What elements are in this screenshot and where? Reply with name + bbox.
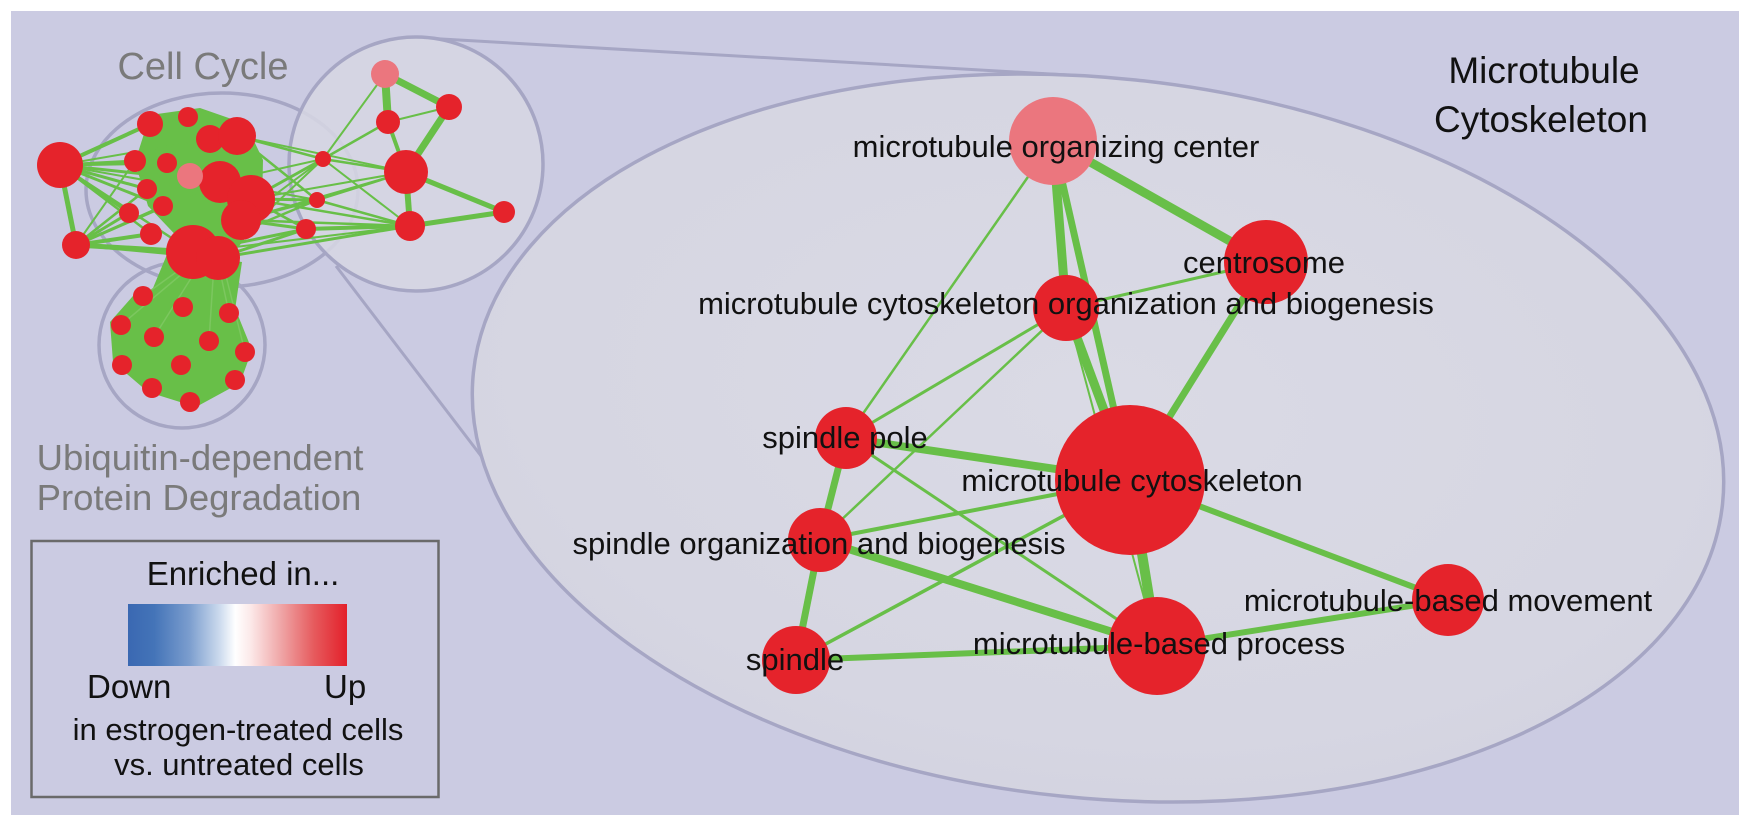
svg-text:microtubule-based movement: microtubule-based movement <box>1244 583 1653 618</box>
svg-text:Cell Cycle: Cell Cycle <box>117 46 288 88</box>
svg-text:microtubule-based process: microtubule-based process <box>973 626 1345 661</box>
svg-text:Ubiquitin-dependent: Ubiquitin-dependent <box>37 437 364 478</box>
svg-text:Down: Down <box>87 668 171 705</box>
svg-text:Up: Up <box>324 668 366 705</box>
svg-text:vs. untreated cells: vs. untreated cells <box>114 747 364 782</box>
svg-text:Microtubule: Microtubule <box>1448 50 1639 91</box>
svg-text:spindle pole: spindle pole <box>762 420 927 455</box>
svg-text:Enriched in...: Enriched in... <box>147 555 340 592</box>
svg-text:Cytoskeleton: Cytoskeleton <box>1434 99 1648 140</box>
svg-text:spindle: spindle <box>746 642 844 677</box>
svg-text:in estrogen-treated cells: in estrogen-treated cells <box>73 712 404 747</box>
svg-text:microtubule cytoskeleton: microtubule cytoskeleton <box>961 463 1302 498</box>
svg-text:Protein Degradation: Protein Degradation <box>37 477 362 518</box>
svg-text:microtubule cytoskeleton organ: microtubule cytoskeleton organization an… <box>698 286 1434 321</box>
svg-text:centrosome: centrosome <box>1183 245 1345 280</box>
svg-text:microtubule organizing center: microtubule organizing center <box>853 129 1260 164</box>
svg-text:spindle organization and bioge: spindle organization and biogenesis <box>573 526 1066 561</box>
